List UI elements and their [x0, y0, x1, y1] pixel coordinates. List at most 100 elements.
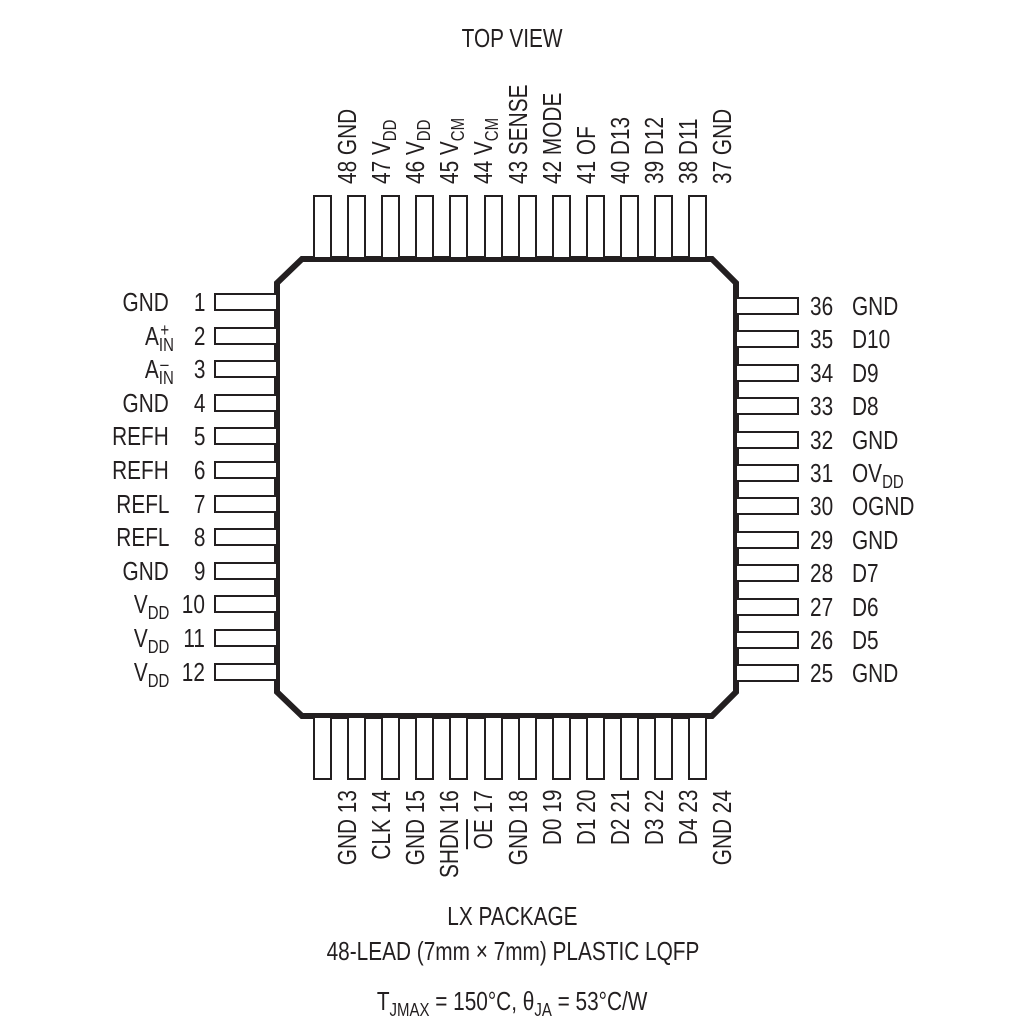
pin-number: 27 — [810, 591, 834, 622]
pin-name: D3 — [638, 818, 669, 846]
pin-name: GND — [122, 387, 169, 418]
pin-number: 11 — [183, 623, 205, 653]
pin-label-14: CLK 14 — [366, 790, 396, 900]
pin-number: 37 — [707, 160, 738, 184]
pin-lead-28 — [735, 564, 799, 583]
thermal-spec: TJMAX = 150°C, θJA = 53°C/W — [377, 986, 648, 1020]
pin-lead-37 — [688, 195, 708, 259]
pin-name: GND — [852, 291, 899, 321]
pin-name: D4 — [673, 818, 703, 846]
pin-name: D10 — [852, 324, 891, 355]
pin-name: GND — [502, 818, 533, 866]
pin-lead-18 — [483, 716, 503, 780]
pin-lead-41 — [551, 195, 571, 259]
pin-name: D1 — [570, 818, 601, 846]
pin-name-34: D9 — [852, 360, 885, 386]
pin-name: D13 — [604, 116, 635, 156]
pin-lead-39 — [619, 195, 639, 259]
pin-number-25: 25 — [810, 660, 839, 686]
pin-label-45: 45 VCM — [434, 117, 469, 184]
pin-number: 25 — [810, 658, 834, 689]
pin-label-44: 44 VCM — [468, 118, 502, 184]
pin-number-12: 12 — [165, 659, 205, 685]
pin-label-43: 43 SENSE — [502, 85, 533, 184]
pin-number: 32 — [810, 424, 834, 455]
pin-number-35: 35 — [810, 326, 839, 352]
pin-name-36: GND — [852, 293, 910, 319]
pin-number: 6 — [193, 455, 205, 485]
pin-lead-9 — [214, 561, 278, 580]
pin-lead-35 — [735, 330, 799, 349]
pin-number: 47 — [366, 160, 397, 184]
pin-name: D6 — [852, 591, 879, 622]
pin-name: D12 — [638, 116, 669, 156]
pin-lead-40 — [585, 195, 605, 259]
pin-number: 7 — [193, 488, 205, 519]
pin-name: GND — [122, 287, 169, 317]
pin-number-28: 28 — [810, 560, 839, 586]
pin-number: 21 — [604, 790, 635, 814]
pin-lead-33 — [735, 397, 799, 416]
pin-name: VCM — [434, 117, 469, 156]
pin-name: GND — [707, 818, 738, 866]
pin-name: AIN– — [145, 352, 175, 389]
pin-label-19: D0 19 — [537, 790, 567, 900]
pin-name: GND — [707, 108, 738, 156]
pin-number: 45 — [434, 160, 465, 184]
pin-lead-48 — [313, 195, 332, 259]
pin-label-39: 39 D12 — [638, 116, 669, 184]
pin-number-7: 7 — [165, 491, 205, 517]
pin-lead-17 — [449, 716, 469, 780]
top-view-title: TOP VIEW — [462, 23, 563, 53]
pin-name: AIN+ — [144, 319, 174, 355]
pin-number-32: 32 — [810, 427, 839, 453]
pin-label-47: 47 VDD — [366, 119, 401, 184]
pin-name-10: VDD — [9, 589, 169, 624]
pin-lead-11 — [214, 629, 278, 647]
pin-name: VDD — [133, 589, 169, 624]
pin-lead-43 — [483, 195, 503, 259]
pin-name: MODE — [536, 92, 567, 156]
pin-name-5: REFH — [9, 423, 169, 449]
pin-label-15: GND 15 — [400, 790, 431, 900]
pin-number: 5 — [193, 421, 205, 452]
pin-name: OVDD — [852, 458, 904, 492]
pin-lead-25 — [735, 664, 799, 683]
pin-number: 12 — [181, 656, 205, 687]
pin-name: REFH — [112, 455, 169, 485]
pin-number: 48 — [332, 160, 362, 184]
pin-number-5: 5 — [165, 423, 205, 449]
package-description: 48-LEAD (7mm × 7mm) PLASTIC LQFP — [326, 936, 699, 966]
pin-number-30: 30 — [810, 493, 839, 519]
pin-lead-20 — [551, 716, 571, 780]
pin-name: OE — [468, 818, 499, 849]
pin-number-27: 27 — [810, 594, 839, 620]
pin-label-18: GND 18 — [502, 790, 533, 900]
pin-number: 29 — [810, 524, 834, 555]
pin-name: GND — [400, 818, 431, 866]
pin-number: 44 — [468, 160, 499, 184]
pin-label-24: GND 24 — [707, 790, 738, 900]
pin-number-33: 33 — [810, 393, 839, 419]
pin-name-2: AIN+ — [9, 319, 174, 355]
pin-name: OGND — [852, 491, 915, 522]
pin-number: 40 — [604, 160, 635, 184]
pin-lead-31 — [735, 464, 799, 482]
pin-name-32: GND — [852, 427, 910, 453]
pin-label-48: 48 GND — [332, 109, 362, 184]
pin-name-6: REFH — [9, 457, 169, 483]
pin-name: OF — [570, 126, 601, 156]
pin-number: 41 — [570, 160, 601, 184]
pin-name: D8 — [852, 391, 879, 422]
pin-lead-24 — [688, 716, 708, 780]
pin-lead-44 — [449, 195, 469, 259]
pin-number: 28 — [810, 558, 834, 589]
pin-number: 2 — [193, 320, 205, 351]
pin-name: VDD — [366, 119, 401, 156]
pin-number: 43 — [502, 160, 533, 184]
pin-name: SHDN — [434, 818, 465, 878]
pin-name: VDD — [133, 623, 169, 657]
pin-number: 24 — [707, 790, 738, 814]
pin-name: D7 — [852, 558, 879, 589]
